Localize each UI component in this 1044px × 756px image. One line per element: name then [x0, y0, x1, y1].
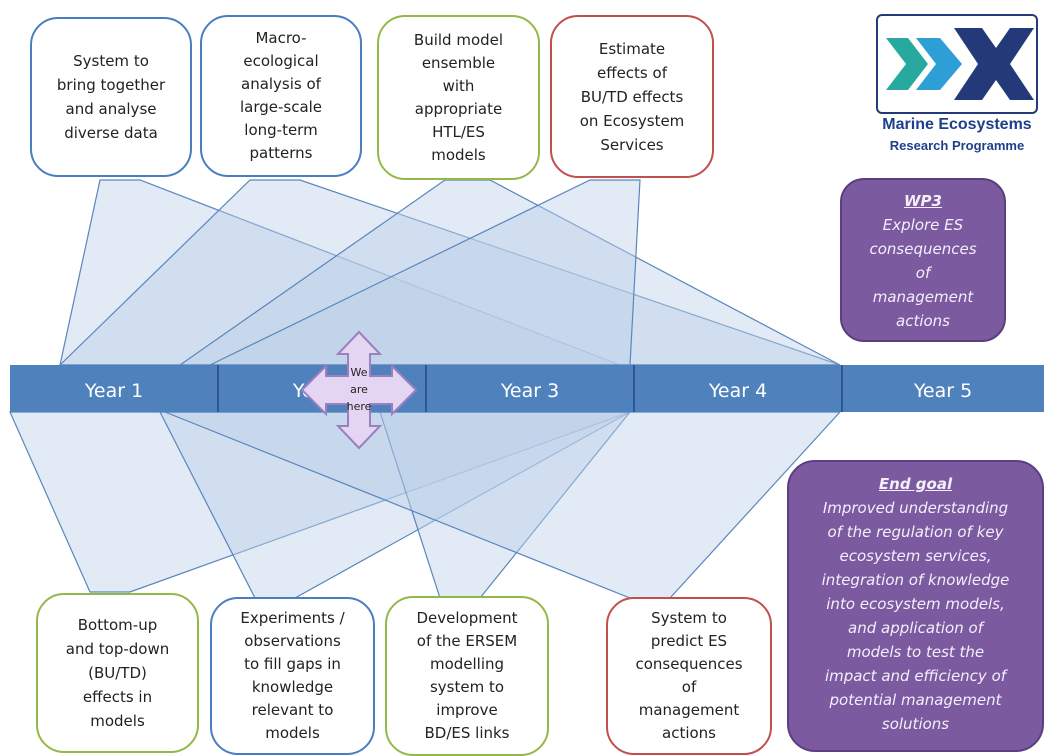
- mermp-logo: Marine Ecosystems Research Programme: [870, 12, 1044, 162]
- wp3-title: WP3: [904, 192, 942, 210]
- end-goal-text: Improved understanding of the regulation…: [821, 499, 1010, 733]
- end-goal-box: End goal Improved understanding of the r…: [787, 460, 1044, 752]
- top-box-estimate-effects: Estimate effects of BU/TD effects on Eco…: [550, 15, 714, 178]
- four-way-arrow-icon: [300, 330, 418, 450]
- wp3-text: Explore ES consequences of management ac…: [869, 216, 977, 330]
- top-connector-bands: [58, 179, 841, 366]
- year-label-5: Year 5: [913, 380, 972, 402]
- top-box-macroecological-analysis: Macro- ecological analysis of large-scal…: [200, 15, 362, 177]
- logo-frame: [876, 14, 1038, 114]
- top-box-data-system: System to bring together and analyse div…: [30, 17, 192, 177]
- bottom-box-predict-es: System to predict ES consequences of man…: [606, 597, 772, 755]
- end-goal-title: End goal: [878, 475, 953, 493]
- logo-title-line1: Marine Ecosystems: [882, 116, 1032, 133]
- year-label-4: Year 4: [708, 380, 767, 402]
- we-are-here-label: We are here: [346, 366, 372, 413]
- timeline-bar: [10, 365, 1044, 412]
- timeline: Year 1 Year 2 Year 3 Year 4 Year 5: [10, 365, 1044, 412]
- top-box-model-ensemble: Build model ensemble with appropriate HT…: [377, 15, 540, 180]
- bottom-box-experiments: Experiments / observations to fill gaps …: [210, 597, 375, 755]
- we-are-here-marker: We are here: [300, 330, 418, 450]
- year-label-1: Year 1: [84, 380, 143, 402]
- bottom-box-bu-td-effects: Bottom-up and top-down (BU/TD) effects i…: [36, 593, 199, 753]
- bottom-box-ersem-development: Development of the ERSEM modelling syste…: [385, 596, 549, 756]
- year-label-3: Year 3: [500, 380, 559, 402]
- bottom-connector-bands: [9, 411, 842, 599]
- wp3-box: WP3 Explore ES consequences of managemen…: [840, 178, 1006, 342]
- logo-title-line2: Research Programme: [889, 138, 1025, 153]
- chevron-x-logo-icon: [886, 28, 1034, 100]
